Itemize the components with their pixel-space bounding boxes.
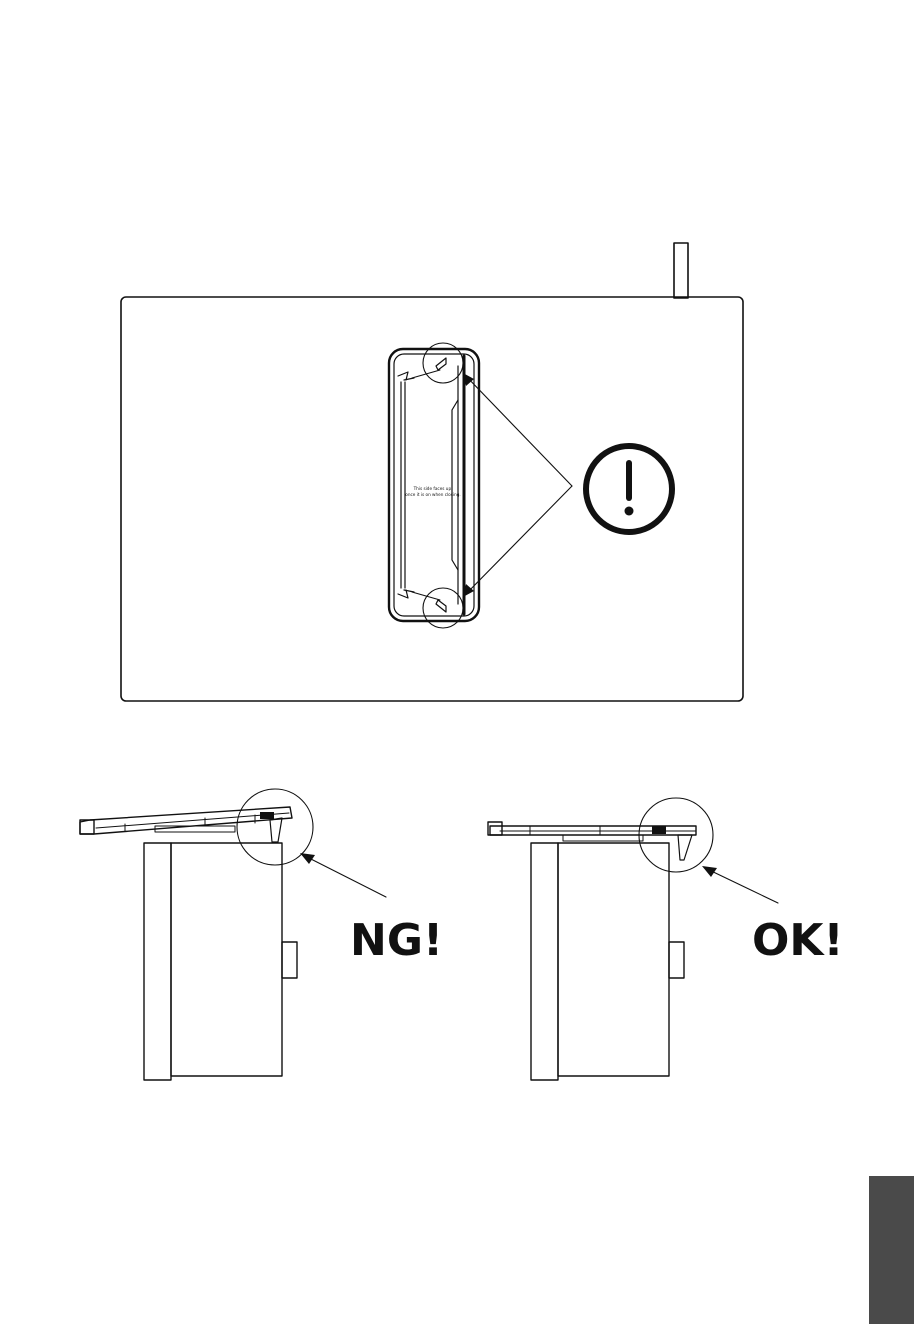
- side-view-ng: NG!: [80, 789, 443, 1080]
- verdict-ng: NG!: [350, 915, 443, 966]
- insert-front-view: This side faces up, once it is on when c…: [389, 349, 479, 621]
- insert-side-ng: [80, 807, 292, 842]
- mount-post: [674, 243, 688, 298]
- exclamation-circle-icon: [586, 446, 672, 532]
- side-view-ok: OK!: [488, 798, 844, 1080]
- page-edge-tab: [869, 1176, 914, 1324]
- insert-label-bottom: once it is on when closing.: [405, 492, 460, 497]
- verdict-ok: OK!: [752, 915, 844, 966]
- insert-label-top: This side faces up,: [413, 486, 453, 491]
- panel-frame: [121, 297, 743, 701]
- top-view-panel: This side faces up, once it is on when c…: [121, 243, 743, 701]
- insert-side-ok: [488, 822, 696, 860]
